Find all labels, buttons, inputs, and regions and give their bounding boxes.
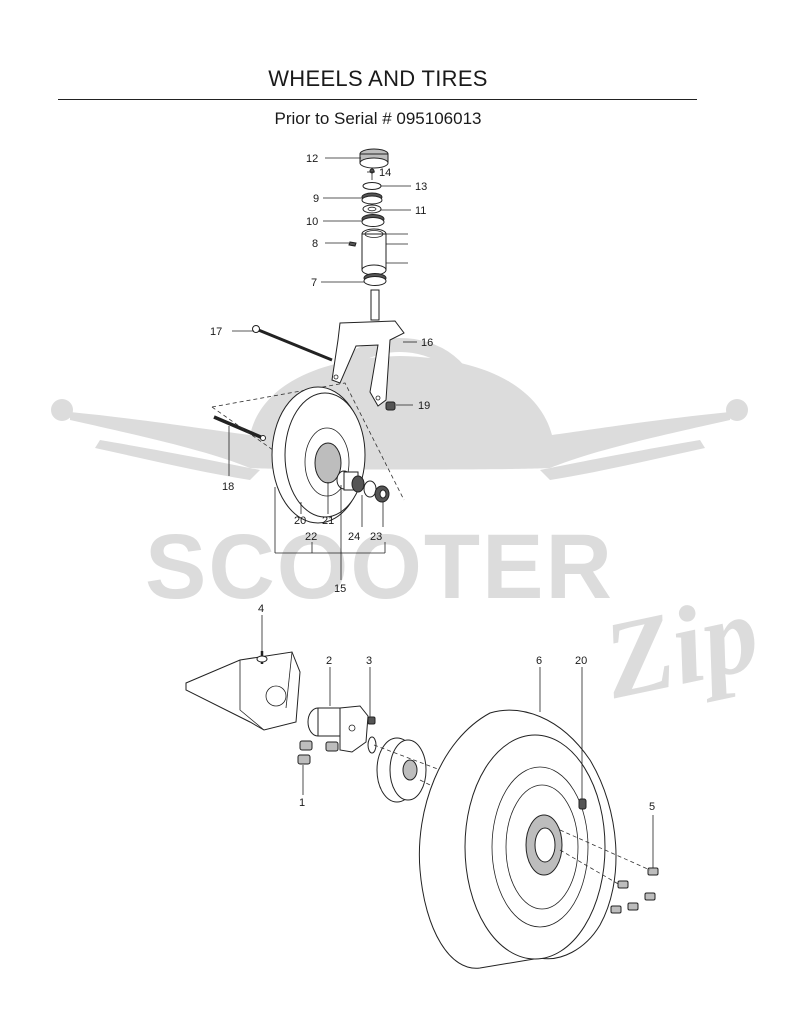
callout-labels: 1 2 3 4 5 6 7 8 9 10 11 12 13 14 15 16 1… bbox=[210, 153, 655, 813]
callout-20: 20 bbox=[294, 515, 306, 527]
callout-10: 10 bbox=[306, 216, 318, 228]
callout-8: 8 bbox=[312, 238, 318, 250]
callout-20-valve: 20 bbox=[575, 655, 587, 667]
page-title: WHEELS AND TIRES bbox=[268, 66, 488, 91]
callout-13: 13 bbox=[415, 181, 427, 193]
callout-11: 11 bbox=[415, 205, 426, 217]
watermark-script-text: Zip bbox=[593, 571, 769, 722]
callout-17: 17 bbox=[210, 326, 222, 338]
callout-16: 16 bbox=[421, 337, 433, 349]
watermark: SCOOTER Zip bbox=[51, 338, 769, 722]
title-divider bbox=[58, 99, 697, 100]
callout-9: 9 bbox=[313, 193, 319, 205]
callout-3: 3 bbox=[366, 655, 372, 667]
callout-15: 15 bbox=[334, 583, 346, 595]
callout-23: 23 bbox=[370, 531, 382, 543]
callout-5: 5 bbox=[649, 801, 655, 813]
watermark-main-text: SCOOTER bbox=[145, 516, 614, 618]
callout-22: 22 bbox=[305, 531, 317, 543]
callout-4: 4 bbox=[258, 603, 264, 615]
callout-7: 7 bbox=[311, 277, 317, 289]
callout-18: 18 bbox=[222, 481, 234, 493]
callout-19: 19 bbox=[418, 400, 430, 412]
lug-bolts bbox=[610, 867, 659, 914]
callout-21: 21 bbox=[322, 515, 334, 527]
callout-1: 1 bbox=[299, 797, 305, 809]
leader-lines bbox=[228, 157, 654, 868]
wheel-motor-assembly bbox=[185, 651, 659, 969]
callout-24: 24 bbox=[348, 531, 360, 543]
page-subtitle: Prior to Serial # 095106013 bbox=[274, 109, 482, 128]
callout-2: 2 bbox=[326, 655, 332, 667]
callout-12: 12 bbox=[306, 153, 318, 165]
callout-14: 14 bbox=[379, 167, 391, 179]
callout-6: 6 bbox=[536, 655, 542, 667]
